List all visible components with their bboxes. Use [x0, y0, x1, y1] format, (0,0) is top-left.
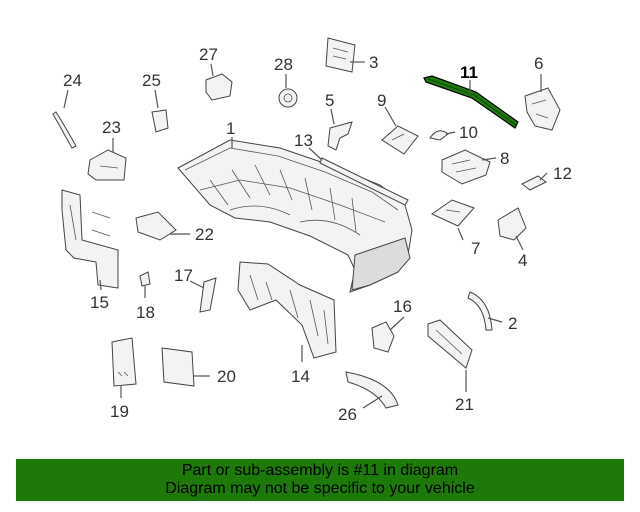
banner-line-2: Diagram may not be specific to your vehi… [165, 480, 475, 497]
callout-12: 12 [553, 164, 572, 183]
part-4[interactable] [497, 207, 527, 241]
callout-22: 22 [195, 225, 214, 244]
callout-11: 11 [460, 63, 478, 82]
part-22[interactable] [135, 211, 177, 241]
callout-numbers: 1 2 3 4 5 6 7 8 9 10 11 12 13 14 15 16 1… [63, 45, 572, 424]
callout-26: 26 [338, 405, 357, 424]
part-28[interactable] [278, 88, 298, 108]
part-19[interactable] [111, 337, 137, 387]
part-5[interactable] [327, 121, 353, 151]
part-23[interactable] [87, 149, 127, 181]
callout-19: 19 [110, 402, 129, 421]
callout-5: 5 [325, 91, 334, 110]
callout-4: 4 [518, 251, 527, 270]
part-10[interactable] [429, 130, 449, 141]
callout-21: 21 [455, 395, 474, 414]
part-20[interactable] [161, 347, 195, 387]
callout-15: 15 [90, 293, 109, 312]
part-1-bumper-cover[interactable] [177, 139, 413, 293]
callout-8: 8 [500, 149, 509, 168]
callout-20: 20 [217, 367, 236, 386]
callout-18: 18 [136, 303, 155, 322]
parts-diagram-svg: 1 2 3 4 5 6 7 8 9 10 11 12 13 14 15 16 1… [52, 37, 572, 424]
part-16[interactable] [371, 321, 395, 353]
part-15[interactable] [61, 189, 119, 289]
parts-diagram: 1 2 3 4 5 6 7 8 9 10 11 12 13 14 15 16 1… [52, 37, 572, 424]
callout-1: 1 [226, 119, 235, 138]
part-25[interactable] [151, 109, 169, 133]
part-7[interactable] [431, 199, 475, 227]
part-26[interactable] [345, 371, 399, 409]
callout-10: 10 [459, 123, 478, 142]
callout-25: 25 [142, 71, 161, 90]
part-11-highlighted[interactable] [423, 75, 519, 129]
callout-27: 27 [199, 45, 218, 64]
part-13[interactable] [319, 157, 409, 206]
part-6[interactable] [524, 87, 561, 131]
part-9[interactable] [381, 125, 419, 155]
part-17[interactable] [199, 277, 217, 313]
callout-13: 13 [294, 131, 313, 150]
callout-23: 23 [102, 118, 121, 137]
part-2[interactable] [467, 291, 493, 331]
callout-14: 14 [291, 367, 310, 386]
part-8[interactable] [441, 149, 491, 185]
part-24[interactable] [52, 111, 77, 149]
callout-3: 3 [369, 53, 378, 72]
callout-17: 17 [174, 266, 193, 285]
callout-24: 24 [63, 71, 82, 90]
info-banner: Part or sub-assembly is #11 in diagram D… [16, 459, 624, 501]
callout-2: 2 [508, 314, 517, 333]
callout-7: 7 [471, 239, 480, 258]
callout-9: 9 [377, 91, 386, 110]
banner-line-1: Part or sub-assembly is #11 in diagram [181, 462, 459, 479]
part-27[interactable] [205, 73, 233, 101]
callout-16: 16 [393, 297, 412, 316]
part-18[interactable] [139, 271, 151, 287]
part-3[interactable] [325, 37, 356, 73]
leader-lines [63, 61, 548, 409]
part-21[interactable] [427, 319, 473, 369]
part-14[interactable] [237, 261, 337, 359]
callout-6: 6 [534, 54, 543, 73]
callout-28: 28 [274, 55, 293, 74]
